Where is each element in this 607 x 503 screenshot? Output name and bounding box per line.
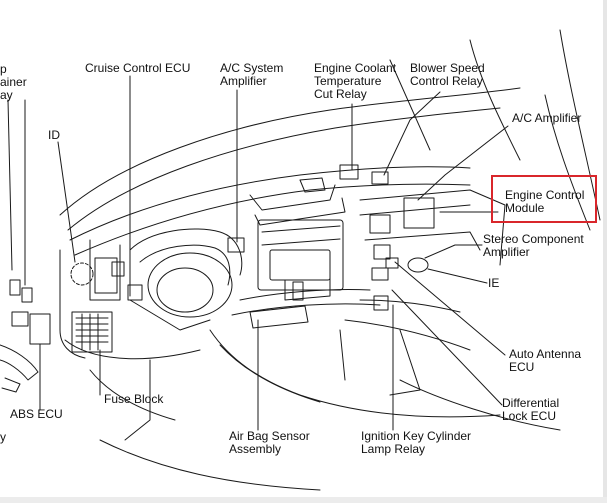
label-stereo-2: Amplifier xyxy=(483,245,530,259)
engine-control-module-highlight xyxy=(491,175,597,223)
label-engine-control-1: Engine Control xyxy=(505,188,585,202)
label-blower-speed-2: Control Relay xyxy=(410,74,483,88)
label-auto-antenna-1: Auto Antenna xyxy=(509,347,582,361)
label-ac-amplifier: A/C Amplifier xyxy=(512,111,582,125)
label-ac-system-amplifier-2: Amplifier xyxy=(220,74,267,88)
label-left-top-2: ainer xyxy=(0,75,27,89)
label-engine-coolant-2: Temperature xyxy=(314,74,382,88)
label-engine-coolant-1: Engine Coolant xyxy=(314,61,397,75)
label-left-top-3: ay xyxy=(0,88,13,102)
label-ac-system-amplifier-1: A/C System xyxy=(220,61,284,75)
label-fuse-block: Fuse Block xyxy=(104,392,164,406)
label-blower-speed-1: Blower Speed xyxy=(410,61,485,75)
label-differential-1: Differential xyxy=(502,396,560,410)
label-auto-antenna-2: ECU xyxy=(509,360,535,374)
label-left-bottom: y xyxy=(0,430,6,444)
label-ignition-key-2: Lamp Relay xyxy=(361,442,426,456)
bottom-scrollbar-track[interactable] xyxy=(0,497,607,503)
label-stereo-1: Stereo Component xyxy=(483,232,584,246)
label-id: ID xyxy=(48,128,60,142)
label-engine-control-2: Module xyxy=(505,201,545,215)
label-air-bag-sensor-2: Assembly xyxy=(229,442,282,456)
label-air-bag-sensor-1: Air Bag Sensor xyxy=(229,429,310,443)
label-ignition-key-1: Ignition Key Cylinder xyxy=(361,429,472,443)
label-engine-coolant-3: Cut Relay xyxy=(314,87,367,101)
label-differential-2: Lock ECU xyxy=(502,409,557,423)
label-left-top-1: p xyxy=(0,62,7,76)
label-cruise-control-ecu: Cruise Control ECU xyxy=(85,61,191,75)
label-ie: IE xyxy=(488,276,500,290)
label-abs-ecu: ABS ECU xyxy=(10,407,63,421)
scrollbar-track[interactable] xyxy=(603,0,607,503)
